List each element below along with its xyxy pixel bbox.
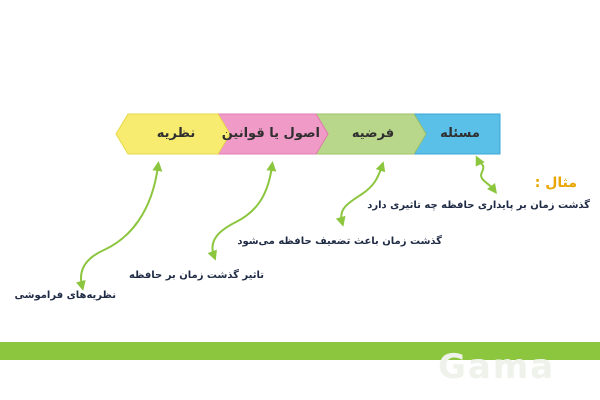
- step-masaleh-label: مسئله: [440, 126, 480, 141]
- caption-nazariyeh: نظریه‌های فراموشی: [14, 290, 116, 301]
- arrow-osool: [207, 161, 277, 261]
- step-nazariyeh-label: نظریه: [156, 126, 196, 141]
- example-title: مثال :: [534, 175, 577, 191]
- caption-farziyeh: گذشت زمان باعث تضعیف حافظه می‌شود: [237, 236, 442, 247]
- step-farziyeh-label: فرضیه: [351, 126, 395, 141]
- arrow-example: [475, 155, 498, 194]
- step-osool-label: اصول یا قوانین: [221, 126, 320, 141]
- caption-osool: تاثیر گذشت زمان بر حافظه: [128, 270, 264, 281]
- step-nazariyeh-chevron: [115, 113, 231, 155]
- footer-bar: [0, 342, 600, 360]
- gama-logo: Gama: [438, 347, 556, 387]
- example-text: گذشت زمان بر پایداری حافظه چه تاثیری دار…: [367, 200, 590, 211]
- arrow-nazariyeh: [75, 161, 163, 291]
- footer-background: [0, 360, 600, 400]
- arrow-farziyeh: [335, 161, 386, 227]
